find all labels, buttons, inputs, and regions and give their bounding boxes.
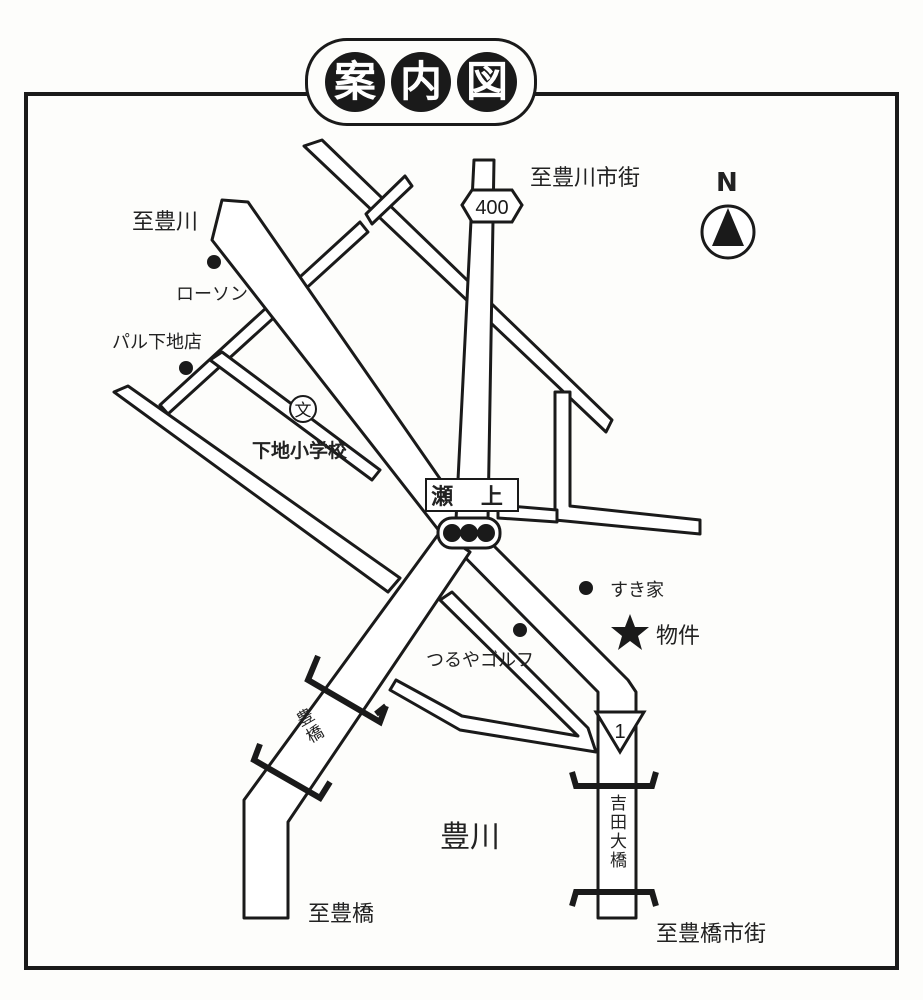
road-toyobashi: [242, 530, 472, 920]
lawson-marker-icon: [207, 255, 221, 269]
road-golf-loop: [388, 590, 598, 754]
label-yoshida-ohashi: 吉田大橋: [606, 794, 626, 870]
map-title: 案 内 図: [305, 38, 537, 126]
road-north-connector: [364, 174, 414, 226]
pal-shimoji-marker-icon: [179, 361, 193, 375]
title-char-2: 内: [391, 52, 451, 112]
road-west-diagonal: [112, 384, 402, 594]
road-main-diagonal: [210, 198, 638, 920]
label-to-toyokawa-city: 至豊川市街: [530, 166, 641, 191]
label-pal-shimoji: パル下地店: [112, 332, 202, 353]
north-compass-icon: [700, 204, 756, 260]
label-toyokawa-river: 豊川: [440, 820, 500, 855]
label-to-toyohashi: 至豊橋: [308, 902, 375, 927]
label-school: 下地小学校: [252, 440, 348, 462]
property-star-icon: [611, 614, 649, 650]
tsuruya-golf-marker-icon: [513, 623, 527, 637]
label-tsuruya-golf: つるやゴルフ: [426, 650, 534, 671]
label-property: 物件: [656, 624, 701, 649]
route-1-sign: 1: [593, 710, 647, 755]
intersection-name: 瀬 上: [425, 478, 519, 512]
bridge-toyobashi-north: [304, 654, 389, 727]
title-char-1: 案: [325, 52, 385, 112]
bridge-yoshida-south: [569, 889, 659, 907]
label-to-toyohashi-city: 至豊橋市街: [656, 922, 767, 947]
compass-north-label: N: [716, 168, 738, 198]
title-char-3: 図: [457, 52, 517, 112]
route-400-sign: 400: [460, 188, 524, 224]
school-symbol-text: 文: [295, 401, 312, 421]
label-sukiya: すき家: [610, 580, 664, 601]
svg-text:1: 1: [614, 721, 625, 743]
bridge-yoshida-north: [569, 771, 659, 789]
traffic-signal-icon: [436, 516, 502, 550]
svg-text:400: 400: [475, 197, 508, 219]
sukiya-marker-icon: [579, 581, 593, 595]
label-lawson: ローソン: [176, 284, 248, 305]
bridge-toyobashi-south: [250, 742, 333, 803]
label-to-toyokawa: 至豊川: [132, 210, 199, 235]
school-symbol-icon: [289, 395, 317, 423]
